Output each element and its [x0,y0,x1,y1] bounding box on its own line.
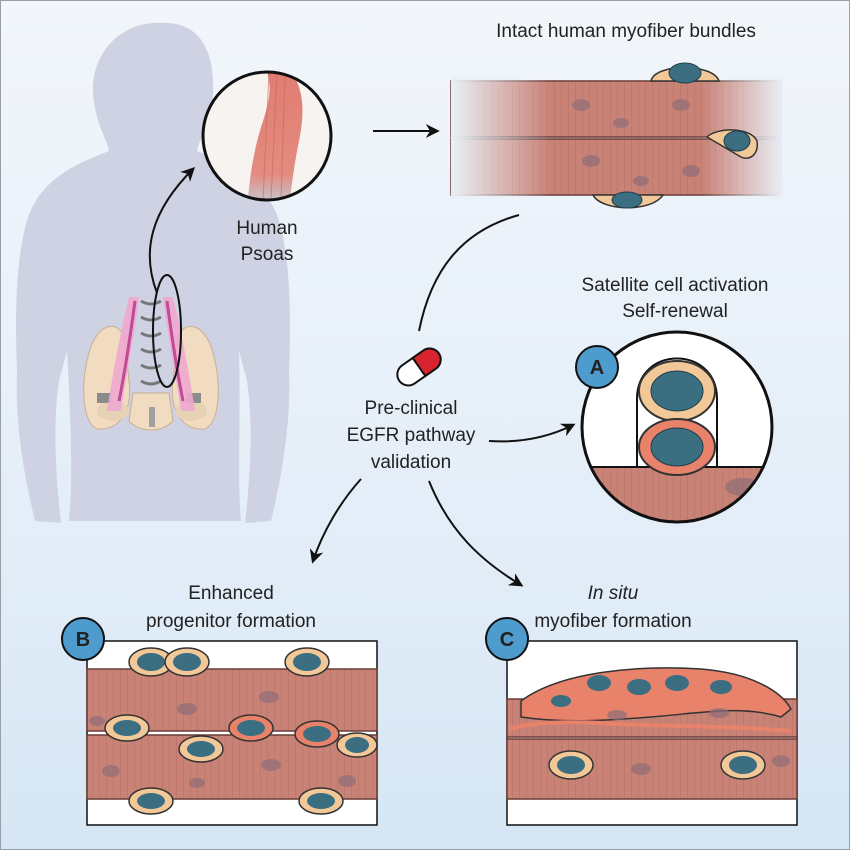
arrow-to-panel-a [488,423,576,443]
panel-c-label-line1: In situ [588,583,639,604]
activated-satellite-cell [638,418,716,476]
satellite-cell [591,191,665,209]
satellite-cell [548,750,766,780]
nascent-myofiber [508,667,792,733]
arrow-to-psoas [148,167,195,294]
myofiber-bundles [450,62,783,209]
drug-label-line1: Pre-clinical [365,398,458,419]
satellite-cell [705,129,758,159]
psoas-label-line2: Psoas [241,244,294,265]
activation-label-line1: Satellite cell activation [582,275,769,296]
capsule-icon [396,347,442,387]
badge-b: B [61,617,105,661]
svg-text:B: B [76,629,90,651]
panel-c [506,640,798,826]
svg-text:C: C [500,629,514,651]
pelvis-illustration [83,274,219,431]
arrow-to-panel-c [428,480,524,587]
drug-label-line2: EGFR pathway [347,425,476,446]
panel-b [86,640,378,826]
progenitor-cell [104,647,378,815]
drug-label-line3: validation [371,452,451,473]
daughter-satellite-cell [638,360,716,422]
magnifier-circle-icon [201,70,333,202]
bundles-title: Intact human myofiber bundles [496,21,756,42]
arrow-bundles-to-drug [418,214,520,332]
badge-a: A [575,345,619,389]
badge-c: C [485,617,529,661]
activation-label-line2: Self-renewal [622,301,728,322]
panel-c-label-line2: myofiber formation [534,611,691,632]
svg-text:A: A [590,357,604,379]
arrow-to-panel-b [309,478,362,564]
panel-b-label-line1: Enhanced [188,583,274,604]
satellite-cell [650,62,721,84]
panel-b-label-line2: progenitor formation [146,611,316,632]
psoas-label-line1: Human [236,218,297,239]
panel-a-magnified-view [580,330,774,524]
